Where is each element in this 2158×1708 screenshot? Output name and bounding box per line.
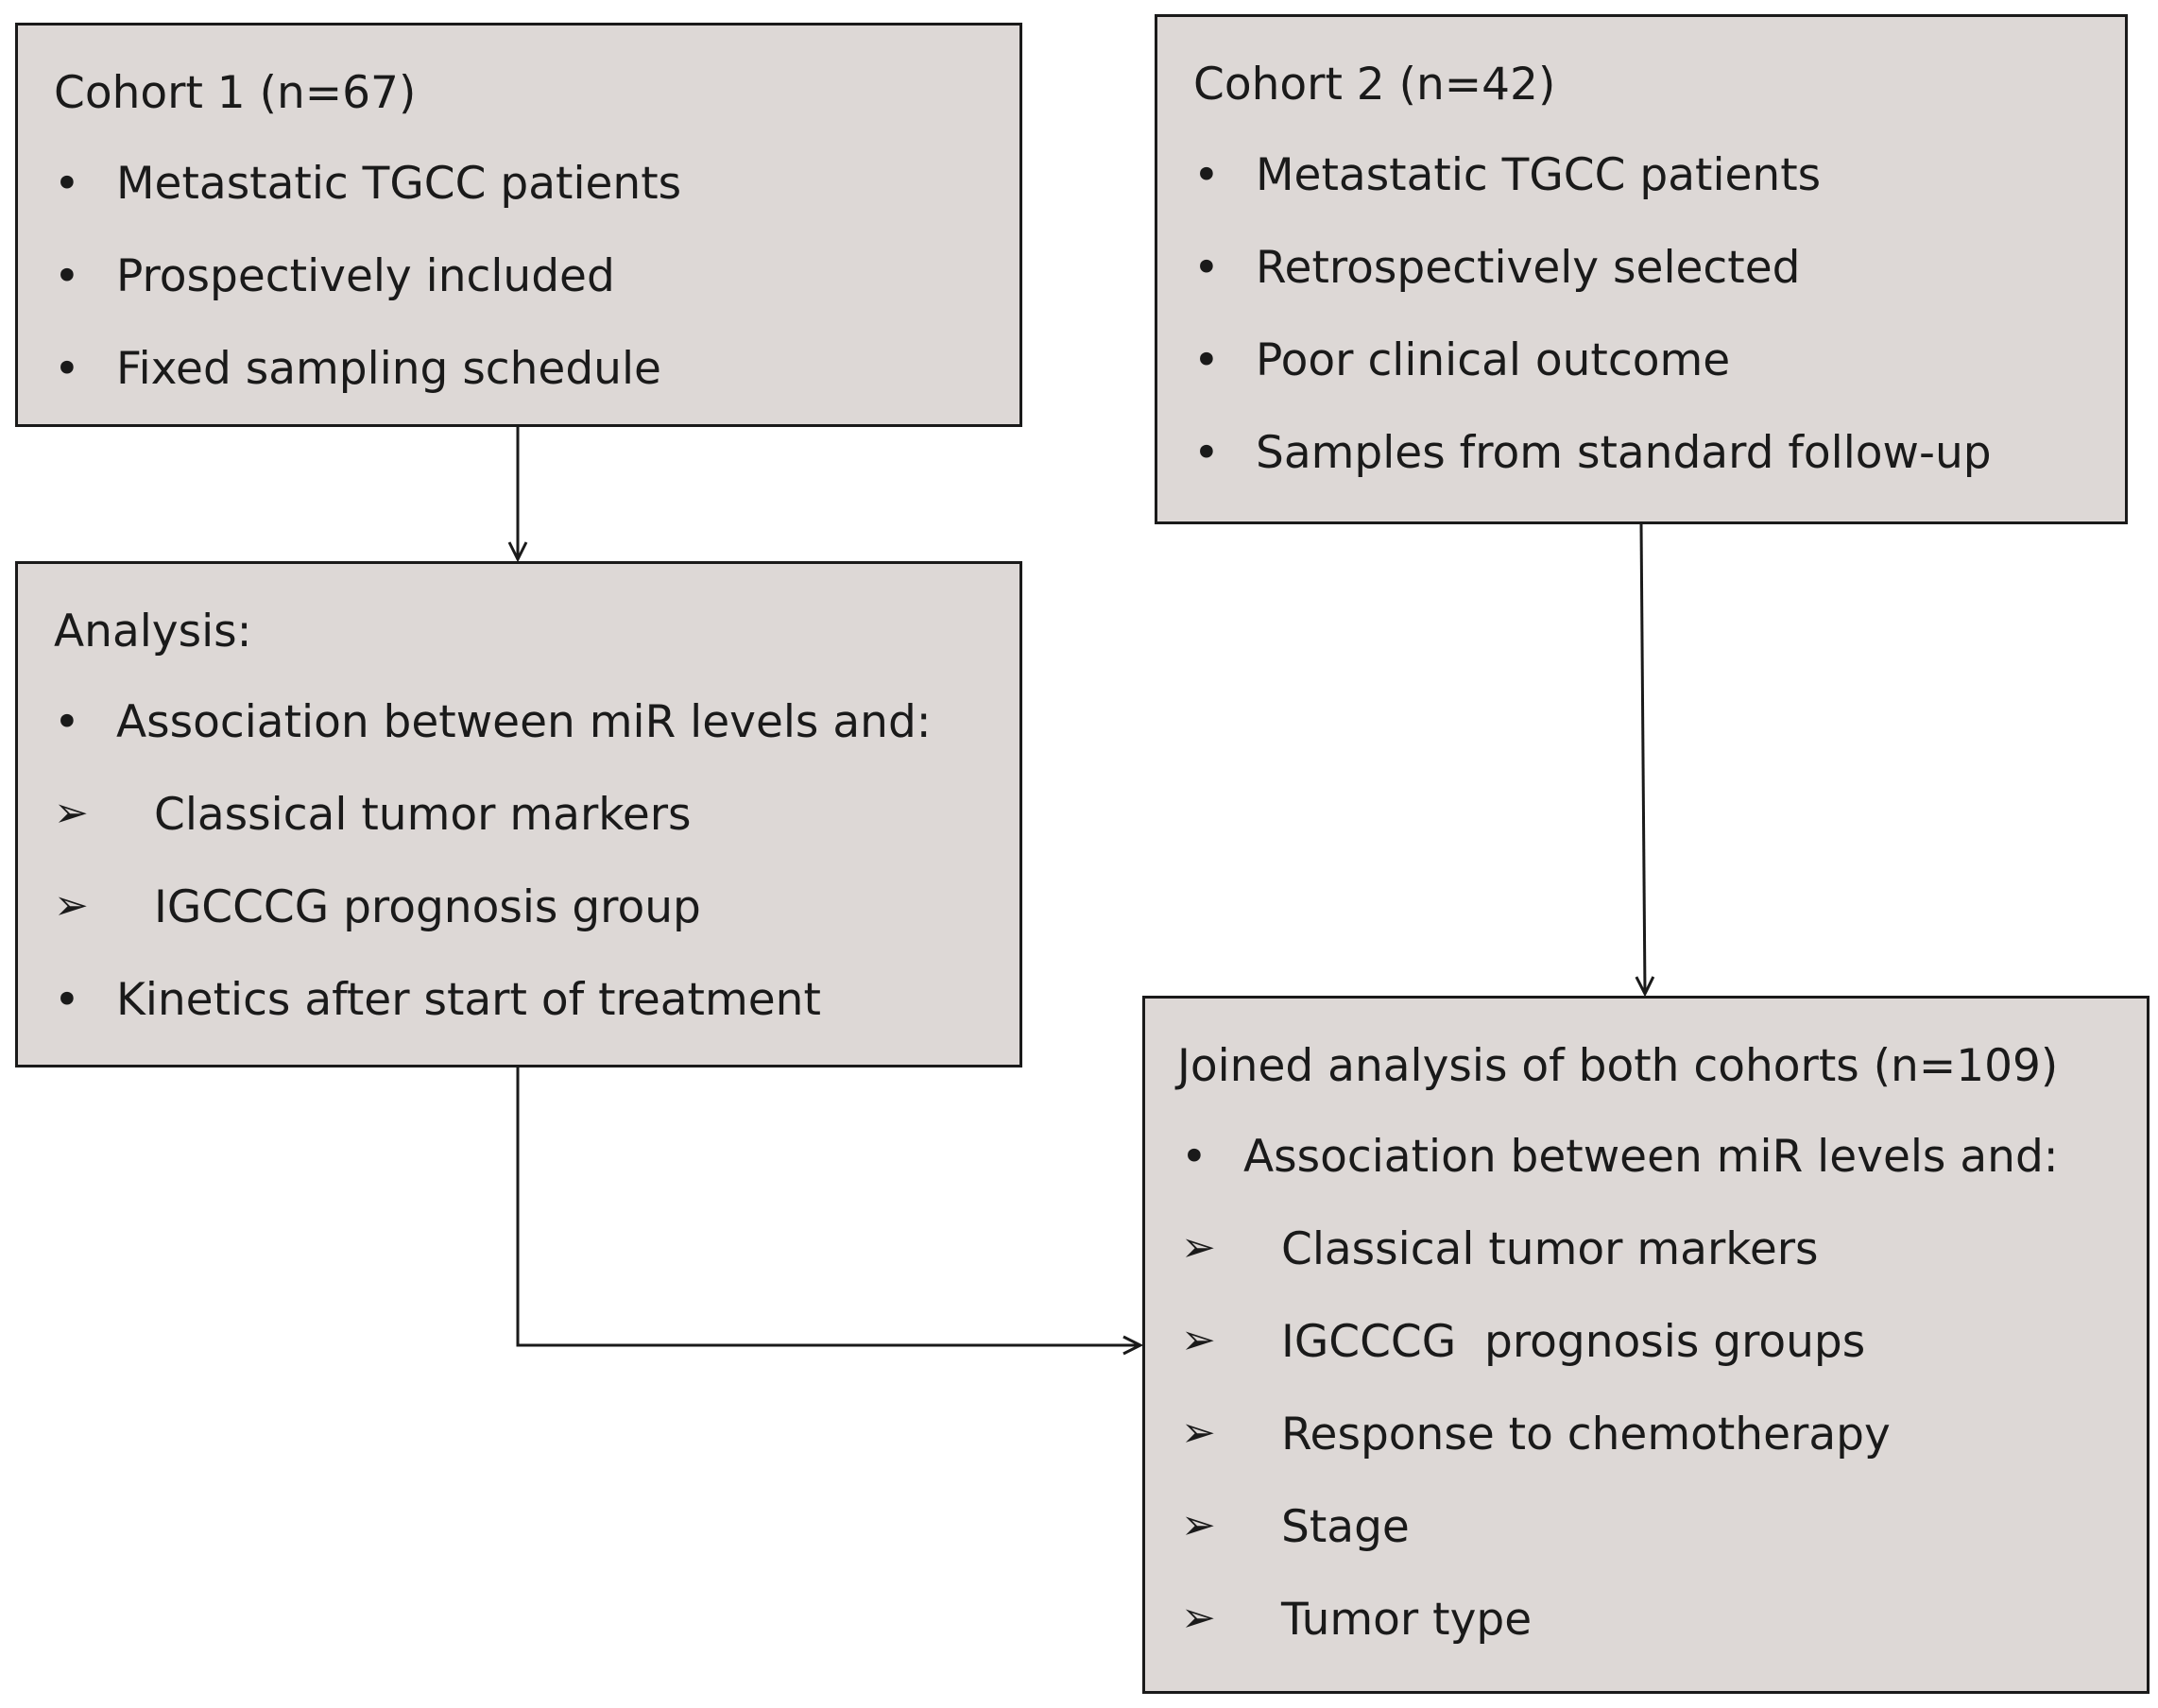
- list-item-text: Metastatic TGCC patients: [1256, 149, 1822, 201]
- list-item: • Metastatic TGCC patients: [18, 162, 1019, 218]
- list-item-text: Tumor type: [1281, 1594, 1533, 1646]
- arrowhead-bullet-icon: ➢: [54, 881, 89, 930]
- list-item-text: Poor clinical outcome: [1256, 334, 1731, 386]
- arrowhead-bullet-icon: ➢: [1181, 1501, 1216, 1549]
- arrowhead-bullet-icon: ➢: [54, 789, 89, 837]
- list-item: • Kinetics after start of treatment: [18, 978, 1019, 1034]
- bullet-icon: •: [54, 696, 80, 748]
- analysis-title: Analysis:: [54, 606, 252, 658]
- list-item-text: Retrospectively selected: [1256, 242, 1801, 294]
- bullet-icon: •: [54, 250, 80, 302]
- bullet-icon: •: [1193, 149, 1220, 201]
- bullet-icon: •: [1193, 334, 1220, 386]
- joined-analysis-box: Joined analysis of both cohorts (n=109) …: [1142, 996, 2149, 1694]
- list-item: ➢ Classical tumor markers: [18, 793, 1019, 849]
- list-item: ➢ Tumor type: [1145, 1597, 2147, 1654]
- analysis-box: Analysis: • Association between miR leve…: [15, 561, 1022, 1068]
- bullet-icon: •: [1181, 1131, 1207, 1183]
- list-item-text: Stage: [1281, 1501, 1410, 1553]
- bullet-icon: •: [54, 343, 80, 395]
- joined-title: Joined analysis of both cohorts (n=109): [1177, 1040, 2059, 1092]
- list-item-text: Kinetics after start of treatment: [116, 974, 821, 1026]
- arrowhead-bullet-icon: ➢: [1181, 1594, 1216, 1642]
- list-item-text: Classical tumor markers: [154, 789, 692, 841]
- list-item: ➢ Stage: [1145, 1505, 2147, 1562]
- list-item: ➢ IGCCCG prognosis group: [18, 885, 1019, 942]
- list-item: • Samples from standard follow-up: [1157, 431, 2125, 487]
- list-item-text: Samples from standard follow-up: [1256, 427, 1992, 479]
- list-item: ➢ Response to chemotherapy: [1145, 1412, 2147, 1469]
- list-item-text: Association between miR levels and:: [116, 696, 932, 748]
- cohort2-title: Cohort 2 (n=42): [1193, 59, 1556, 111]
- cohort2-box: Cohort 2 (n=42) • Metastatic TGCC patien…: [1155, 14, 2128, 524]
- list-item-text: IGCCCG prognosis group: [154, 881, 701, 933]
- list-item-text: IGCCCG prognosis groups: [1281, 1316, 1866, 1368]
- bullet-icon: •: [1193, 427, 1220, 479]
- list-item-text: Response to chemotherapy: [1281, 1409, 1891, 1460]
- list-item: • Poor clinical outcome: [1157, 338, 2125, 395]
- bullet-icon: •: [54, 974, 80, 1026]
- arrow-analysis-to-joined: [516, 1068, 1140, 1345]
- list-item-text: Classical tumor markers: [1281, 1223, 1819, 1275]
- list-item: ➢ IGCCCG prognosis groups: [1145, 1320, 2147, 1376]
- bullet-icon: •: [1193, 242, 1220, 294]
- list-item: • Association between miR levels and:: [1145, 1135, 2147, 1191]
- list-item: • Metastatic TGCC patients: [1157, 153, 2125, 210]
- arrowhead-bullet-icon: ➢: [1181, 1223, 1216, 1272]
- arrowhead-bullet-icon: ➢: [1181, 1316, 1216, 1364]
- list-item: • Fixed sampling schedule: [18, 347, 1019, 403]
- arrowhead-bullet-icon: ➢: [1181, 1409, 1216, 1457]
- cohort1-title: Cohort 1 (n=67): [54, 67, 417, 119]
- cohort1-box: Cohort 1 (n=67) • Metastatic TGCC patien…: [15, 23, 1022, 427]
- list-item-text: Fixed sampling schedule: [116, 343, 661, 395]
- list-item-text: Association between miR levels and:: [1243, 1131, 2059, 1183]
- list-item: • Association between miR levels and:: [18, 700, 1019, 757]
- arrow-cohort2-to-joined: [1641, 522, 1645, 994]
- list-item: ➢ Classical tumor markers: [1145, 1227, 2147, 1284]
- list-item: • Prospectively included: [18, 254, 1019, 311]
- list-item: • Retrospectively selected: [1157, 246, 2125, 302]
- bullet-icon: •: [54, 158, 80, 210]
- list-item-text: Prospectively included: [116, 250, 615, 302]
- list-item-text: Metastatic TGCC patients: [116, 158, 682, 210]
